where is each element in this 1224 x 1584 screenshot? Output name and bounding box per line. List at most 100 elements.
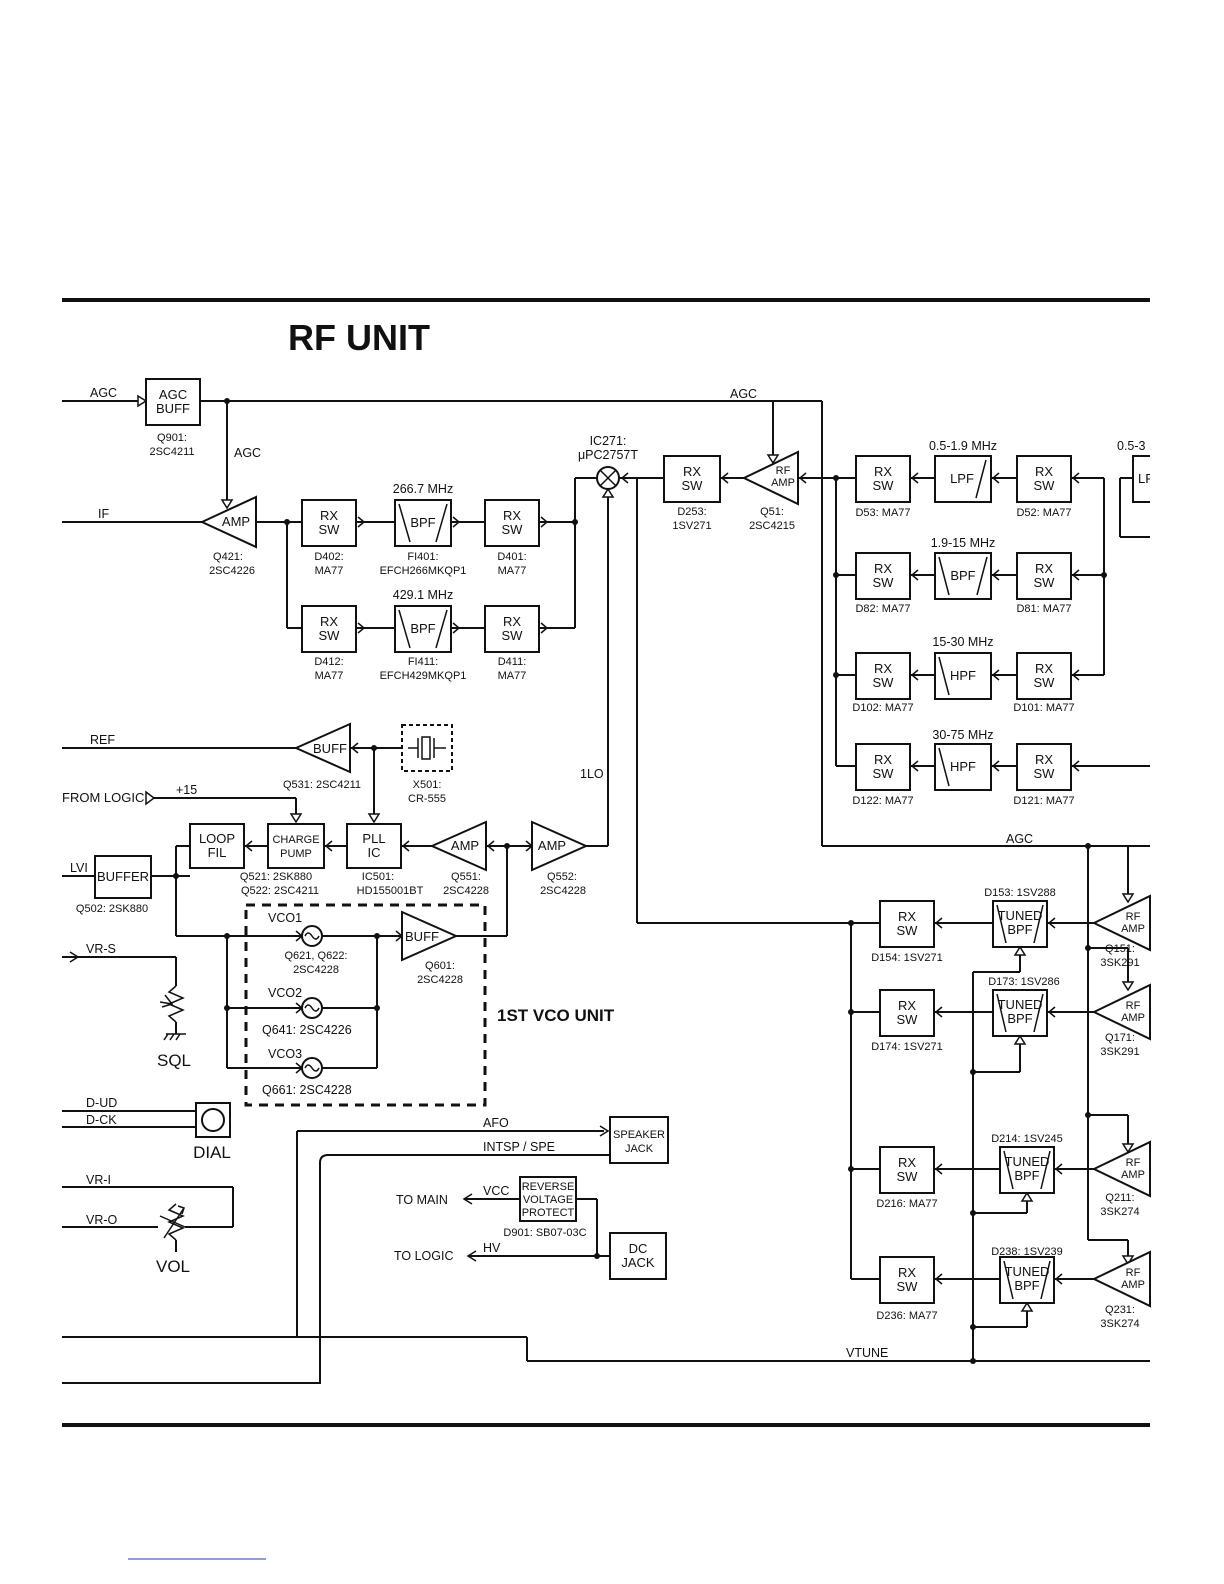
svg-text:D153: 1SV288: D153: 1SV288 (984, 887, 1056, 899)
svg-text:HD155001BT: HD155001BT (357, 885, 424, 897)
svg-text:AMP: AMP (1121, 1012, 1145, 1024)
svg-text:2SC4226: 2SC4226 (209, 565, 255, 577)
svg-text:SW: SW (1034, 766, 1056, 781)
vco-unit-label: 1ST VCO UNIT (497, 1006, 615, 1025)
tuned-path-q231: RX SW D236: MA77 TUNED BPF D238: 1SV239 … (851, 1246, 1151, 1330)
pll-chain: LOOP FIL CHARGE PUMP Q521: 2SK880 Q522: … (189, 820, 608, 897)
svg-text:3SK274: 3SK274 (1100, 1318, 1139, 1330)
svg-text:RF: RF (1126, 1157, 1141, 1169)
svg-text:Q901:: Q901: (157, 432, 187, 444)
svg-text:D253:: D253: (677, 506, 706, 518)
vco-unit: 1ST VCO UNIT VCO1 Q621, Q622: 2SC4228 BU… (224, 846, 615, 1107)
svg-text:RX: RX (320, 508, 338, 523)
svg-text:JACK: JACK (625, 1143, 654, 1155)
pll-ic-block (346, 823, 402, 869)
svg-text:D236: MA77: D236: MA77 (876, 1310, 937, 1322)
page-title: RF UNIT (288, 317, 430, 358)
svg-text:Q551:: Q551: (451, 871, 481, 883)
svg-text:RX: RX (683, 464, 701, 479)
svg-text:Q421:: Q421: (213, 551, 243, 563)
if-label: IF (98, 507, 109, 521)
svg-text:AGC: AGC (159, 387, 187, 402)
svg-text:PROTECT: PROTECT (522, 1207, 575, 1219)
svg-text:Q211:: Q211: (1105, 1192, 1134, 1204)
svg-text:RX: RX (874, 752, 892, 767)
lo1-label: 1LO (580, 767, 604, 781)
svg-text:AGC: AGC (1006, 832, 1033, 846)
agc-input-label: AGC (90, 386, 117, 400)
svg-text:SW: SW (1034, 478, 1056, 493)
svg-text:Q621, Q622:: Q621, Q622: (285, 950, 348, 962)
svg-text:SW: SW (1034, 575, 1056, 590)
svg-text:Q171:: Q171: (1105, 1032, 1135, 1044)
mixer-ic271: IC271: μPC2757T 1LO (572, 434, 664, 846)
svg-text:+15: +15 (176, 783, 197, 797)
svg-text:HPF: HPF (950, 759, 976, 774)
svg-text:D-UD: D-UD (86, 1096, 117, 1110)
svg-text:Q522: 2SC4211: Q522: 2SC4211 (241, 885, 319, 897)
agc-right: AGC (822, 832, 1150, 1266)
svg-text:Q231:: Q231: (1105, 1304, 1135, 1316)
svg-text:LPF: LPF (950, 471, 974, 486)
svg-text:VR-S: VR-S (86, 942, 116, 956)
svg-text:SW: SW (319, 628, 341, 643)
svg-text:TUNED: TUNED (998, 997, 1043, 1012)
svg-text:TUNED: TUNED (1005, 1154, 1050, 1169)
svg-text:JACK: JACK (621, 1255, 655, 1270)
svg-text:RX: RX (1035, 661, 1053, 676)
svg-text:DIAL: DIAL (193, 1143, 231, 1162)
svg-text:LVI: LVI (70, 861, 88, 875)
svg-text:BPF: BPF (1014, 1168, 1039, 1183)
svg-text:FROM LOGIC: FROM LOGIC (62, 790, 144, 805)
svg-text:SW: SW (873, 766, 895, 781)
svg-text:D53: MA77: D53: MA77 (855, 507, 910, 519)
svg-text:FIL: FIL (208, 845, 227, 860)
svg-text:RX: RX (898, 909, 916, 924)
svg-text:D82: MA77: D82: MA77 (855, 603, 910, 615)
sql-pot: VR-S SQL (62, 942, 191, 1070)
tuned-path-q151: RX SW D154: 1SV271 TUNED BPF D153: 1SV28… (636, 478, 1151, 972)
svg-text:FI401:: FI401: (407, 551, 438, 563)
svg-text:AMP: AMP (538, 838, 566, 853)
svg-text:1.9-15 MHz: 1.9-15 MHz (931, 536, 996, 550)
svg-text:D122: MA77: D122: MA77 (852, 795, 913, 807)
svg-text:2SC4211: 2SC4211 (149, 446, 194, 458)
svg-text:Q51:: Q51: (760, 506, 784, 518)
svg-text:D52: MA77: D52: MA77 (1016, 507, 1071, 519)
svg-text:2SC4228: 2SC4228 (540, 885, 586, 897)
svg-text:VOLTAGE: VOLTAGE (523, 1194, 573, 1206)
svg-text:VCC: VCC (483, 1184, 509, 1198)
svg-text:VCO2: VCO2 (268, 986, 302, 1000)
svg-text:D901: SB07-03C: D901: SB07-03C (503, 1227, 586, 1239)
svg-text:BUFFER: BUFFER (97, 869, 149, 884)
svg-text:SQL: SQL (157, 1051, 191, 1070)
svg-text:2SC4228: 2SC4228 (443, 885, 489, 897)
svg-text:TO LOGIC: TO LOGIC (394, 1249, 454, 1263)
svg-text:IC: IC (368, 845, 381, 860)
svg-text:D216: MA77: D216: MA77 (876, 1198, 937, 1210)
svg-text:LOOP: LOOP (199, 831, 235, 846)
dc-jack-block (609, 1232, 667, 1280)
speaker-dc-section: AFO INTSP / SPE SPEAKER JACK TO MAIN VCC… (62, 1116, 669, 1384)
svg-text:RF: RF (1126, 911, 1141, 923)
band-filter-05-19: RX SW D53: MA77 LPF 0.5-1.9 MHz RX SW D5… (855, 439, 1104, 519)
vtune-label: VTUNE (846, 1346, 888, 1360)
svg-text:D238: 1SV239: D238: 1SV239 (991, 1246, 1063, 1258)
svg-text:SW: SW (873, 478, 895, 493)
svg-text:SW: SW (897, 1012, 919, 1027)
svg-text:RF: RF (776, 465, 791, 477)
svg-text:SW: SW (873, 675, 895, 690)
svg-text:SW: SW (319, 522, 341, 537)
from-logic-input: FROM LOGIC +15 (62, 783, 303, 824)
svg-text:2SC4215: 2SC4215 (749, 520, 795, 532)
svg-text:IC271:: IC271: (590, 434, 627, 448)
svg-text:1SV271: 1SV271 (672, 520, 711, 532)
svg-text:VR-O: VR-O (86, 1213, 118, 1227)
svg-text:15-30 MHz: 15-30 MHz (932, 635, 993, 649)
svg-text:Q661: 2SC4228: Q661: 2SC4228 (262, 1083, 352, 1097)
svg-text:DC: DC (629, 1241, 648, 1256)
bpf-266-path: RX SW D402: MA77 BPF 266.7 MHz FI401: EF… (301, 482, 575, 577)
ref-section: REF BUFF Q531: 2SC4211 X501: CR-555 (62, 722, 453, 824)
svg-text:CR-555: CR-555 (408, 793, 446, 805)
svg-text:RX: RX (320, 614, 338, 629)
